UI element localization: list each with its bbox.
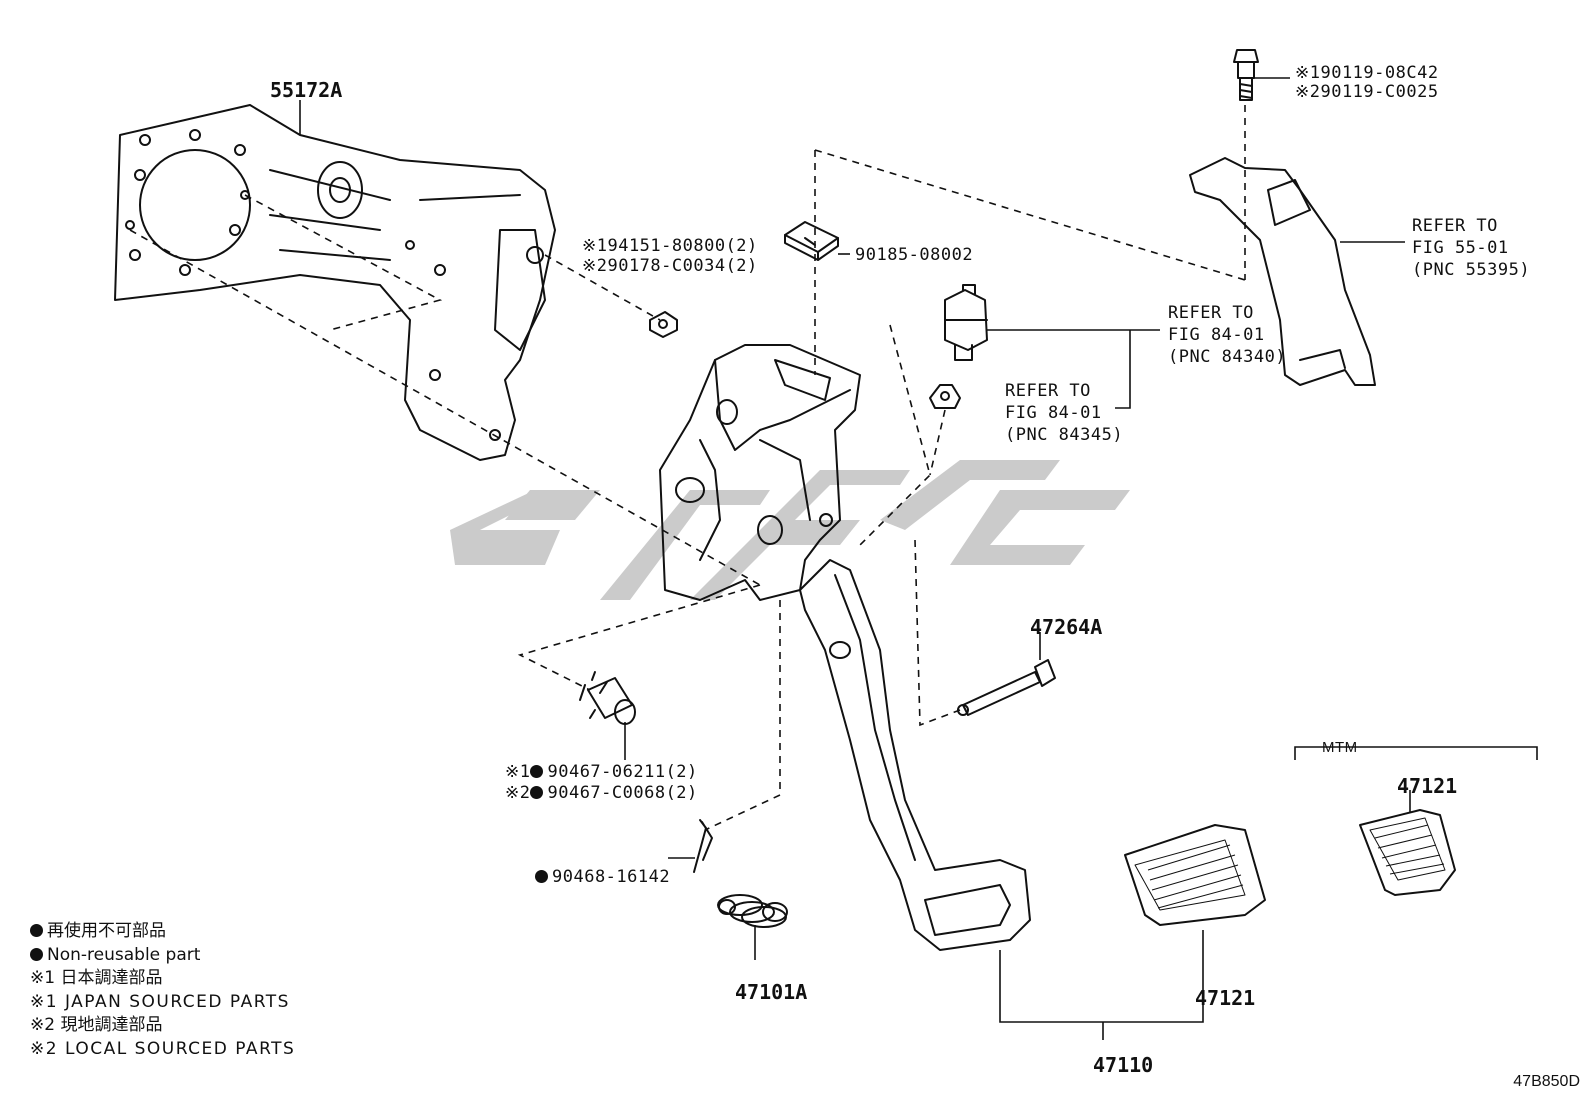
label-retainer: 90468-16142 (535, 867, 670, 887)
legend-line-5: ※2 現地調達部品 (30, 1015, 163, 1035)
legend-line-6: ※2 LOCAL SOURCED PARTS (30, 1038, 296, 1059)
dashed-leader (704, 600, 781, 831)
pedal-arm-47110 (799, 559, 1031, 951)
non-reusable-dot-icon (535, 870, 548, 883)
label-mtm: MTM (1322, 739, 1358, 756)
label-bushing-1-prefix: ※1 (505, 762, 531, 782)
label-bushing-2-number: 90467-C0068(2) (547, 783, 698, 803)
legend-row-2: Non-reusable part (30, 944, 295, 968)
label-retainer-number: 90468-16142 (552, 867, 671, 887)
label-refer-55-line1: REFER TO (1412, 216, 1498, 236)
legend-line-1: 再使用不可部品 (47, 921, 166, 941)
leader-line (999, 930, 1204, 1023)
label-bolt-1: ※190119-08C42 (1295, 63, 1439, 83)
dashed-leader (929, 409, 946, 476)
pedal-pad-mtm-47121 (1359, 809, 1456, 896)
nut-icon (649, 311, 678, 338)
legend-line-2: Non-reusable part (47, 944, 201, 965)
dashed-leader (517, 584, 761, 691)
legend-line-3: ※1 日本調達部品 (30, 968, 163, 988)
label-refer-55-line2: FIG 55-01 (1412, 238, 1509, 258)
pedal-pad-47121 (1124, 824, 1266, 926)
pedal-support-bracket (659, 344, 861, 601)
retainer-clip-icon (693, 819, 713, 873)
return-spring-icon (717, 894, 788, 928)
non-reusable-dot-icon (530, 786, 544, 799)
bolt-icon (1233, 49, 1259, 101)
label-bracket-fastener-1: ※194151-80800(2) (582, 236, 758, 256)
label-47264a: 47264A (1030, 615, 1103, 639)
label-47121: 47121 (1195, 986, 1256, 1010)
label-bolt-2: ※290119-C0025 (1295, 82, 1439, 102)
dashed-leader (244, 194, 443, 331)
legend-row-1: 再使用不可部品 (30, 920, 295, 944)
label-47101a: 47101A (735, 980, 808, 1004)
mtm-bracket (1294, 746, 1538, 760)
dashed-leader (129, 229, 761, 586)
dashed-leader (914, 539, 961, 727)
legend-line-4: ※1 JAPAN SOURCED PARTS (30, 991, 290, 1012)
label-47121-mtm: 47121 (1397, 774, 1458, 798)
bushing-icon (579, 671, 636, 725)
pedal-cushion-icon (929, 384, 961, 409)
dashed-leader (814, 149, 1246, 281)
label-bushing-2-prefix: ※2 (505, 783, 531, 803)
label-bushing-2: ※2 90467-C0068(2) (505, 783, 698, 803)
dashed-leader (859, 324, 931, 546)
legend: 再使用不可部品 Non-reusable part ※1 日本調達部品 ※1 J… (30, 920, 295, 1061)
watermark-logo (450, 460, 1130, 600)
label-refer-84340-line2: FIG 84-01 (1168, 325, 1265, 345)
label-bushing-1: ※1 90467-06211(2) (505, 762, 698, 782)
leader-line (1115, 330, 1131, 409)
label-refer-84345-line1: REFER TO (1005, 381, 1091, 401)
label-bushing-1-number: 90467-06211(2) (547, 762, 698, 782)
label-bracket-fastener-2: ※290178-C0034(2) (582, 256, 758, 276)
bracket-55172a (114, 104, 556, 461)
non-reusable-dot-icon (530, 765, 544, 778)
non-reusable-dot-icon (30, 947, 43, 961)
label-clip: 90185-08002 (855, 245, 974, 265)
clip-icon (784, 221, 839, 261)
label-55172a: 55172A (270, 78, 343, 102)
label-refer-84340-line3: (PNC 84340) (1168, 347, 1287, 367)
label-refer-84345-line2: FIG 84-01 (1005, 403, 1102, 423)
reinforcement-bracket (1189, 157, 1376, 386)
non-reusable-dot-icon (30, 924, 43, 937)
label-refer-84340-line1: REFER TO (1168, 303, 1254, 323)
label-47110: 47110 (1093, 1053, 1154, 1077)
figure-code: 47B850D (1513, 1073, 1580, 1090)
stop-lamp-switch-icon (944, 284, 988, 361)
label-refer-84345-line3: (PNC 84345) (1005, 425, 1124, 445)
label-refer-55-line3: (PNC 55395) (1412, 260, 1531, 280)
dashed-leader (544, 254, 661, 321)
pivot-pin-icon (957, 659, 1056, 716)
